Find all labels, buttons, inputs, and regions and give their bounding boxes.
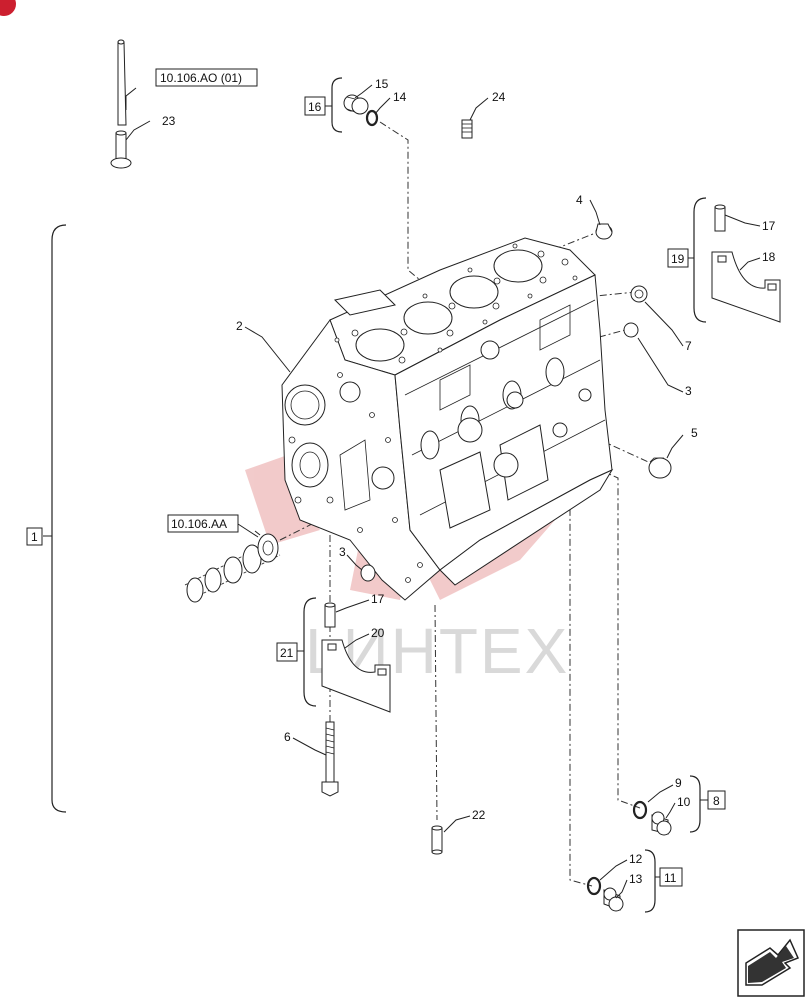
- group-11: 11: [644, 849, 683, 913]
- callout-24: 24: [492, 90, 506, 104]
- o-ring-14: [365, 109, 379, 127]
- camshaft: [184, 533, 281, 603]
- group-1-label: 1: [31, 530, 38, 544]
- group-1: 1: [26, 224, 67, 813]
- callout-3-left: 3: [339, 545, 346, 559]
- reference-ao: 10.106.AO (01): [155, 68, 258, 87]
- pushrod: [117, 39, 127, 126]
- plug-15: [343, 94, 369, 115]
- sleeve-7: [630, 285, 648, 303]
- group-19-label: 19: [671, 252, 685, 266]
- callout-2: 2: [236, 319, 243, 333]
- callout-3-right: 3: [685, 384, 692, 398]
- callout-10: 10: [677, 795, 691, 809]
- corner-badge: [0, 0, 16, 16]
- callout-9: 9: [675, 776, 682, 790]
- group-16-label: 16: [308, 100, 322, 114]
- callout-6: 6: [284, 730, 291, 744]
- engine-block: [281, 237, 614, 601]
- bolt-6: [321, 721, 339, 797]
- reference-ao-label: 10.106.AO (01): [160, 71, 242, 85]
- plug-4: [595, 223, 613, 240]
- group-8-label: 8: [713, 794, 720, 808]
- callout-20: 20: [371, 626, 385, 640]
- next-page-arrow-icon[interactable]: [737, 929, 805, 997]
- group-21: 21: [276, 597, 317, 707]
- group-11-label: 11: [664, 871, 677, 885]
- plug-3-left: [360, 564, 376, 582]
- callout-18: 18: [762, 250, 776, 264]
- reference-aa: 10.106.AA: [167, 514, 259, 538]
- callout-23: 23: [162, 114, 176, 128]
- callout-4: 4: [576, 193, 583, 207]
- callout-7: 7: [685, 339, 692, 353]
- plug-13: [603, 887, 624, 912]
- group-19: 19: [667, 197, 707, 323]
- callout-numbers: 2 3 3 4 5 6 7 9 10 12 13 14 15 17 17 18 …: [162, 77, 776, 886]
- callout-15: 15: [375, 77, 389, 91]
- o-ring-12: [586, 876, 602, 896]
- plug-3-right: [623, 322, 639, 338]
- tappet-23: [110, 130, 132, 169]
- o-ring-9: [632, 800, 648, 820]
- group-21-label: 21: [280, 646, 294, 660]
- callout-13: 13: [629, 872, 643, 886]
- dowel-17-left: [324, 602, 336, 628]
- group-8: 8: [689, 775, 726, 833]
- reference-aa-label: 10.106.AA: [171, 517, 227, 531]
- bearing-cap-20: [321, 639, 391, 713]
- welsh-plug-5: [648, 457, 672, 479]
- callout-17-right: 17: [762, 219, 776, 233]
- plug-10: [651, 811, 672, 836]
- callout-5: 5: [691, 426, 698, 440]
- group-16: 16: [304, 77, 343, 133]
- bearing-cap-18: [711, 251, 781, 323]
- callout-14: 14: [393, 90, 407, 104]
- dowel-22: [431, 825, 443, 855]
- callout-12: 12: [629, 852, 643, 866]
- grub-screw-24: [461, 119, 473, 139]
- dowel-17-right: [714, 204, 726, 232]
- leader-lines: [125, 84, 761, 899]
- callout-17-left: 17: [371, 592, 385, 606]
- callout-22: 22: [472, 808, 486, 822]
